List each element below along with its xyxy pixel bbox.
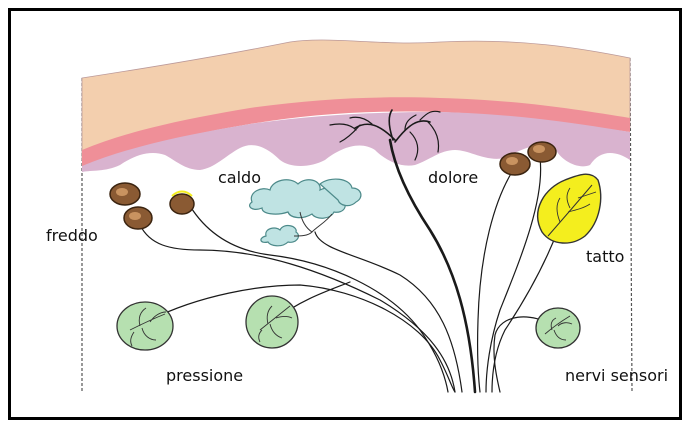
label-freddo: freddo	[46, 226, 98, 245]
freddo-receptors	[110, 183, 194, 229]
label-tatto: tatto	[586, 247, 624, 266]
label-pressione: pressione	[166, 366, 243, 385]
pressione-receptors	[117, 296, 580, 350]
caldo-receptor	[250, 179, 361, 246]
label-dolore: dolore	[428, 168, 478, 187]
tatto-receptor	[538, 174, 601, 243]
label-nervi-sensori: nervi sensori	[565, 366, 668, 385]
label-caldo: caldo	[218, 168, 261, 187]
